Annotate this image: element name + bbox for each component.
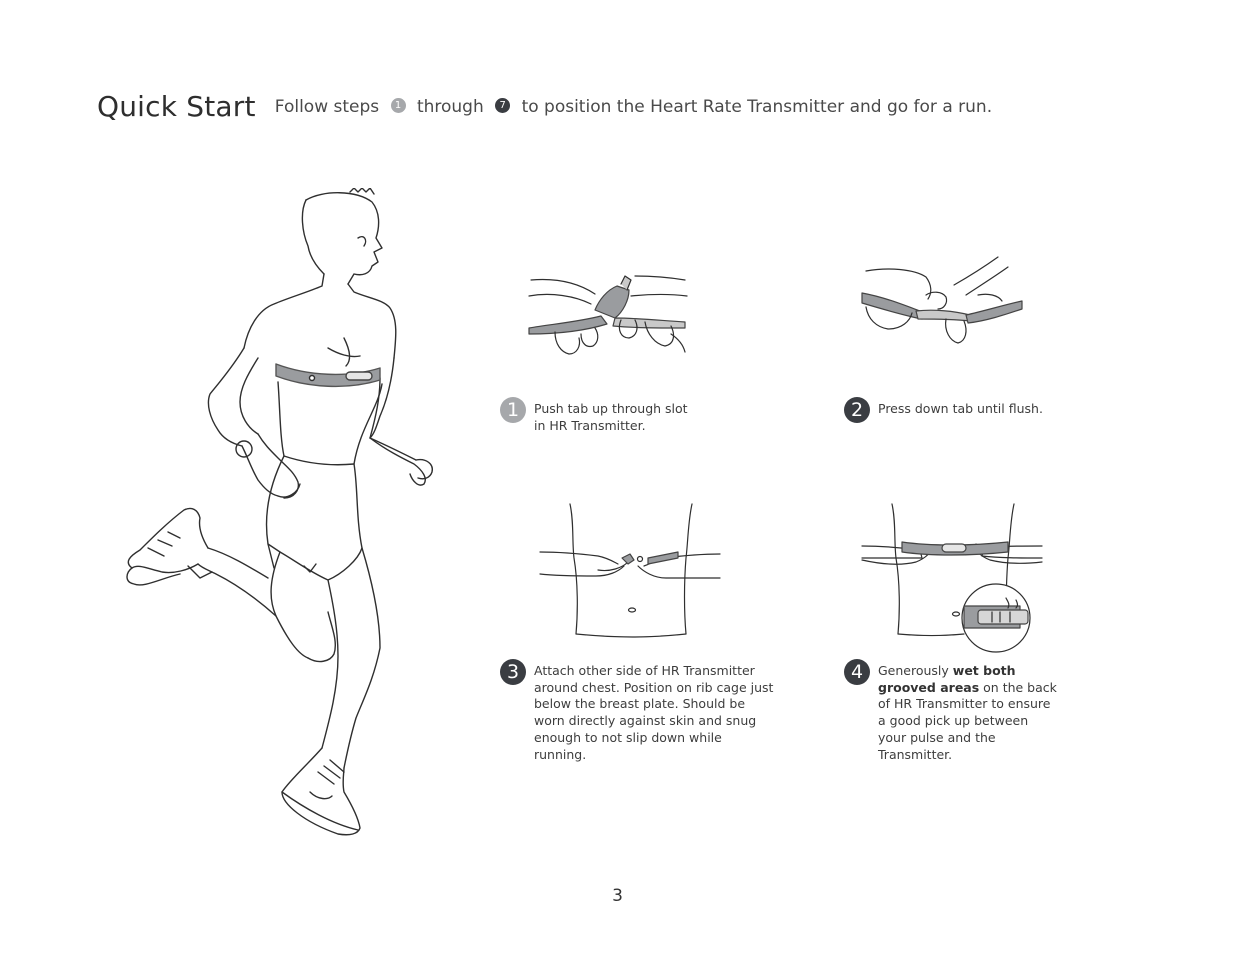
page-title: Quick Start (97, 90, 256, 123)
step-1-badge: 1 (500, 397, 526, 423)
step-3-text: Attach other side of HR Transmitter arou… (534, 663, 776, 763)
subtitle-lead: Follow steps (275, 97, 379, 117)
step-4: 4 Generously wet both grooved areas on t… (844, 659, 1074, 751)
step-3-illustration (538, 502, 723, 642)
page-subtitle: Follow steps 1 through 7 to position the… (275, 97, 992, 117)
step-4-text: Generously wet both grooved areas on the… (878, 663, 1058, 763)
step-4-text-pre: Generously (878, 663, 953, 678)
step-4-illustration (860, 502, 1045, 657)
step-2-badge: 2 (844, 397, 870, 423)
step-4-badge: 4 (844, 659, 870, 685)
step-1-illustration (525, 272, 690, 362)
subtitle-middle: through (417, 97, 484, 117)
step-2-illustration (858, 255, 1028, 350)
subtitle-tail: to position the Heart Rate Transmitter a… (522, 97, 993, 117)
step-3: 3 Attach other side of HR Transmitter ar… (500, 659, 790, 749)
step-1: 1 Push tab up through slot in HR Transmi… (500, 397, 730, 437)
step-end-badge: 7 (495, 98, 510, 113)
step-3-badge: 3 (500, 659, 526, 685)
page-header: Quick Start Follow steps 1 through 7 to … (97, 90, 992, 123)
step-2: 2 Press down tab until flush. (844, 397, 1074, 427)
step-2-text: Press down tab until flush. (878, 401, 1068, 418)
step-1-text: Push tab up through slot in HR Transmitt… (534, 401, 694, 434)
runner-illustration (118, 188, 448, 843)
step-start-badge: 1 (391, 98, 406, 113)
page-number: 3 (0, 886, 1235, 906)
